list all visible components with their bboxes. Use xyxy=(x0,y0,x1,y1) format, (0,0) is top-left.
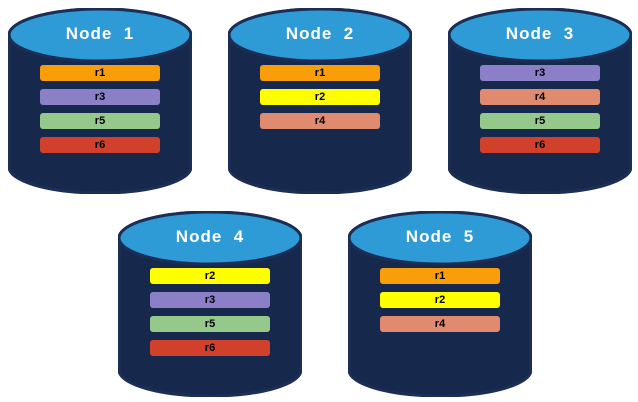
cylinder-top-ellipse xyxy=(448,8,632,63)
replica-row-label: r1 xyxy=(314,67,326,79)
database-node-4: Node 4 r2 r3 r5 r6 xyxy=(118,211,302,397)
cylinder-top-ellipse xyxy=(348,211,532,266)
replica-row-label: r1 xyxy=(94,67,106,79)
replica-row: r5 xyxy=(480,113,600,129)
replica-row-label: r6 xyxy=(534,139,546,151)
replica-row-label: r5 xyxy=(94,115,106,127)
cylinder-top-ellipse xyxy=(8,8,192,63)
replica-row: r5 xyxy=(150,316,270,332)
replica-row-list: r3 r4 r5 r6 xyxy=(448,65,632,153)
node-title: Node 4 xyxy=(175,227,245,246)
cylinder-top-ellipse xyxy=(228,8,412,63)
replica-row-label: r1 xyxy=(434,270,446,282)
replica-row-label: r4 xyxy=(314,115,326,127)
replica-row-list: r1 r2 r4 xyxy=(228,65,412,129)
replica-row: r3 xyxy=(150,292,270,308)
replica-row: r2 xyxy=(150,268,270,284)
replica-row-label: r2 xyxy=(434,294,446,306)
replica-row-label: r3 xyxy=(94,91,106,103)
replica-row-label: r3 xyxy=(204,294,216,306)
node-title: Node 2 xyxy=(285,24,355,43)
replica-row: r4 xyxy=(380,316,500,332)
replica-row: r6 xyxy=(40,137,160,153)
replica-row-label: r3 xyxy=(534,67,546,79)
replica-row: r5 xyxy=(40,113,160,129)
replica-row-list: r1 r2 r4 xyxy=(348,268,532,332)
replica-row: r1 xyxy=(380,268,500,284)
database-node-2: Node 2 r1 r2 r4 xyxy=(228,8,412,194)
replica-row-list: r1 r3 r5 r6 xyxy=(8,65,192,153)
database-node-3: Node 3 r3 r4 r5 r6 xyxy=(448,8,632,194)
node-title: Node 5 xyxy=(405,227,475,246)
replica-row: r3 xyxy=(40,89,160,105)
replica-row: r1 xyxy=(260,65,380,81)
cylinder-top-ellipse xyxy=(118,211,302,266)
replica-row-label: r5 xyxy=(204,318,216,330)
replica-row: r6 xyxy=(480,137,600,153)
replica-row: r4 xyxy=(260,113,380,129)
replica-row-label: r5 xyxy=(534,115,546,127)
replica-row-label: r6 xyxy=(204,342,216,354)
replica-row: r3 xyxy=(480,65,600,81)
replica-row: r1 xyxy=(40,65,160,81)
database-node-5: Node 5 r1 r2 r4 xyxy=(348,211,532,397)
replica-row-label: r4 xyxy=(534,91,546,103)
node-title: Node 1 xyxy=(65,24,135,43)
replica-row-label: r4 xyxy=(434,318,446,330)
replica-row: r4 xyxy=(480,89,600,105)
replica-row: r2 xyxy=(380,292,500,308)
database-node-1: Node 1 r1 r3 r5 r6 xyxy=(8,8,192,194)
replica-row-label: r2 xyxy=(314,91,326,103)
replica-row-list: r2 r3 r5 r6 xyxy=(118,268,302,356)
replica-row: r2 xyxy=(260,89,380,105)
replica-row-label: r2 xyxy=(204,270,216,282)
replica-row-label: r6 xyxy=(94,139,106,151)
replica-row: r6 xyxy=(150,340,270,356)
node-title: Node 3 xyxy=(505,24,575,43)
